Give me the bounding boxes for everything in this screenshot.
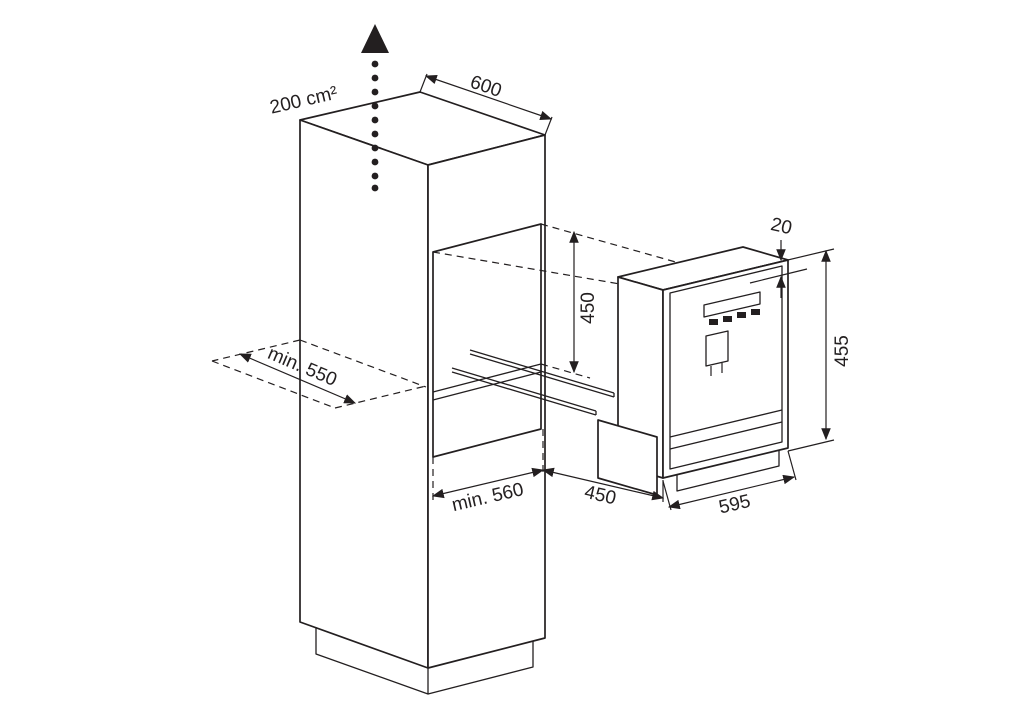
dim-front-gap [749, 240, 835, 298]
coffee-machine [617, 246, 789, 492]
dim-niche-depth [431, 467, 545, 499]
telescopic-rails [451, 349, 615, 416]
cabinet-plinth-right [427, 641, 534, 695]
dim-worktop-depth [238, 353, 357, 404]
drip-tray [669, 409, 783, 450]
label-appliance-height: 455 [832, 335, 853, 367]
cabinet-plinth-left [315, 627, 429, 695]
niche-floor-thickness [432, 371, 542, 401]
dimension-lines [238, 73, 835, 511]
coffee-spout [705, 330, 729, 376]
dim-cabinet-width [419, 73, 553, 136]
machine-fascia-frame [669, 265, 783, 470]
label-niche-height: 450 [578, 292, 599, 324]
label-cabinet-width: 600 [467, 72, 504, 102]
niche-aperture [432, 223, 542, 458]
airflow-arrow-icon [361, 24, 389, 53]
niche-opening [432, 223, 615, 458]
dim-appliance-width [662, 450, 797, 511]
machine-buttons [709, 309, 760, 325]
machine-display [703, 291, 761, 318]
label-appliance-width: 595 [717, 491, 753, 519]
label-front-gap: 20 [769, 214, 794, 239]
dim-appliance-height [787, 249, 835, 452]
airflow-dots [371, 60, 379, 192]
cabinet-left-face [299, 119, 429, 669]
ventilation-indicator [361, 24, 389, 192]
dim-bottom-clearance [541, 467, 665, 502]
